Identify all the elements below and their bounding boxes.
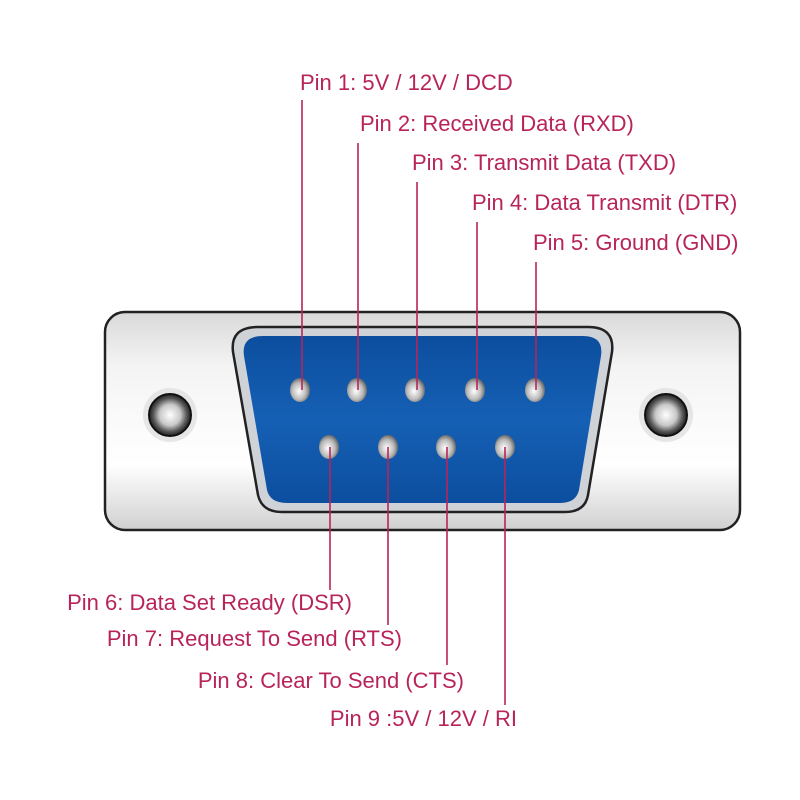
pin-1	[290, 378, 310, 402]
screw-left	[143, 388, 197, 442]
pin-label-4: Pin 4: Data Transmit (DTR)	[472, 190, 737, 215]
pin-labels: Pin 1: 5V / 12V / DCD Pin 2: Received Da…	[67, 70, 738, 731]
pin-4	[465, 378, 485, 402]
pin-5	[525, 378, 545, 402]
d-sub-insert	[243, 336, 602, 503]
pin-label-6: Pin 6: Data Set Ready (DSR)	[67, 590, 352, 615]
pin-8	[436, 435, 456, 459]
pin-contacts	[290, 378, 545, 459]
pin-3	[405, 378, 425, 402]
connector-shell	[103, 310, 742, 532]
screw-right	[639, 388, 693, 442]
pin-label-1: Pin 1: 5V / 12V / DCD	[300, 70, 513, 95]
pin-label-7: Pin 7: Request To Send (RTS)	[107, 626, 402, 651]
pin-label-3: Pin 3: Transmit Data (TXD)	[412, 150, 676, 175]
pin-2	[347, 378, 367, 402]
pin-label-2: Pin 2: Received Data (RXD)	[360, 111, 634, 136]
pin-label-9: Pin 9 :5V / 12V / RI	[330, 706, 517, 731]
pin-6	[319, 435, 339, 459]
pin-label-5: Pin 5: Ground (GND)	[533, 230, 738, 255]
leader-lines	[301, 100, 537, 705]
pin-label-8: Pin 8: Clear To Send (CTS)	[198, 668, 464, 693]
